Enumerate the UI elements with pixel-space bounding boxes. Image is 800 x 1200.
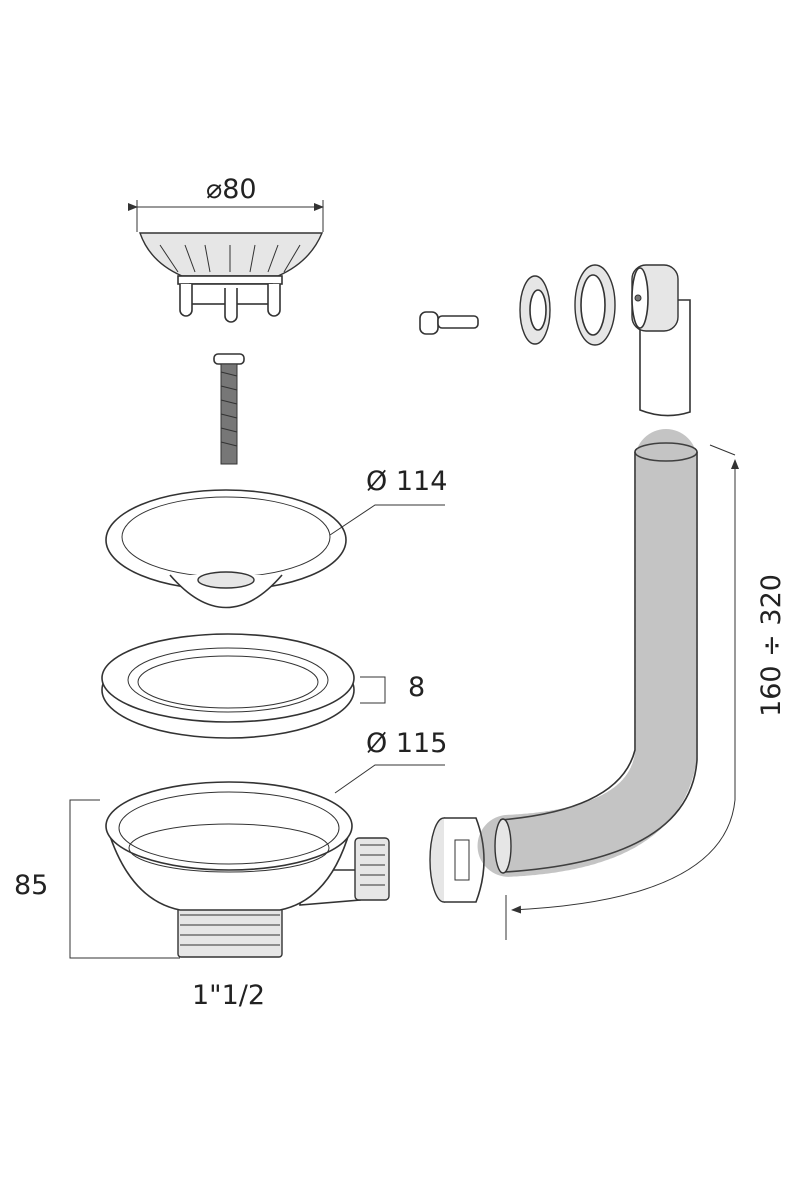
strainer-basket: [128, 200, 324, 323]
gasket-ring: [101, 633, 386, 739]
body-leader-line: [334, 764, 445, 794]
flexible-hose: [474, 429, 739, 940]
flange-diameter-label: Ø 114: [366, 466, 448, 497]
hose-length-label: 160 ÷ 320: [755, 574, 787, 717]
body-diameter-label: Ø 115: [366, 728, 448, 759]
thickness-bracket: [360, 676, 386, 704]
overflow-ring: [574, 264, 616, 346]
flange-leader-line: [329, 504, 445, 536]
body-height-label: 85: [14, 870, 49, 901]
height-85-dimension-line: [69, 799, 180, 959]
overflow-screw: [419, 311, 479, 335]
overflow-washer: [519, 275, 551, 345]
strainer-body: [69, 764, 445, 959]
overflow-elbow: [631, 264, 691, 417]
thread-size-label: 1"1/2: [192, 980, 266, 1011]
strainer-diameter-label: ⌀80: [206, 174, 257, 205]
gasket-thickness-label: 8: [408, 672, 426, 703]
sink-flange: [105, 489, 445, 609]
long-screw: [213, 353, 245, 465]
coupling-nut: [429, 817, 485, 903]
